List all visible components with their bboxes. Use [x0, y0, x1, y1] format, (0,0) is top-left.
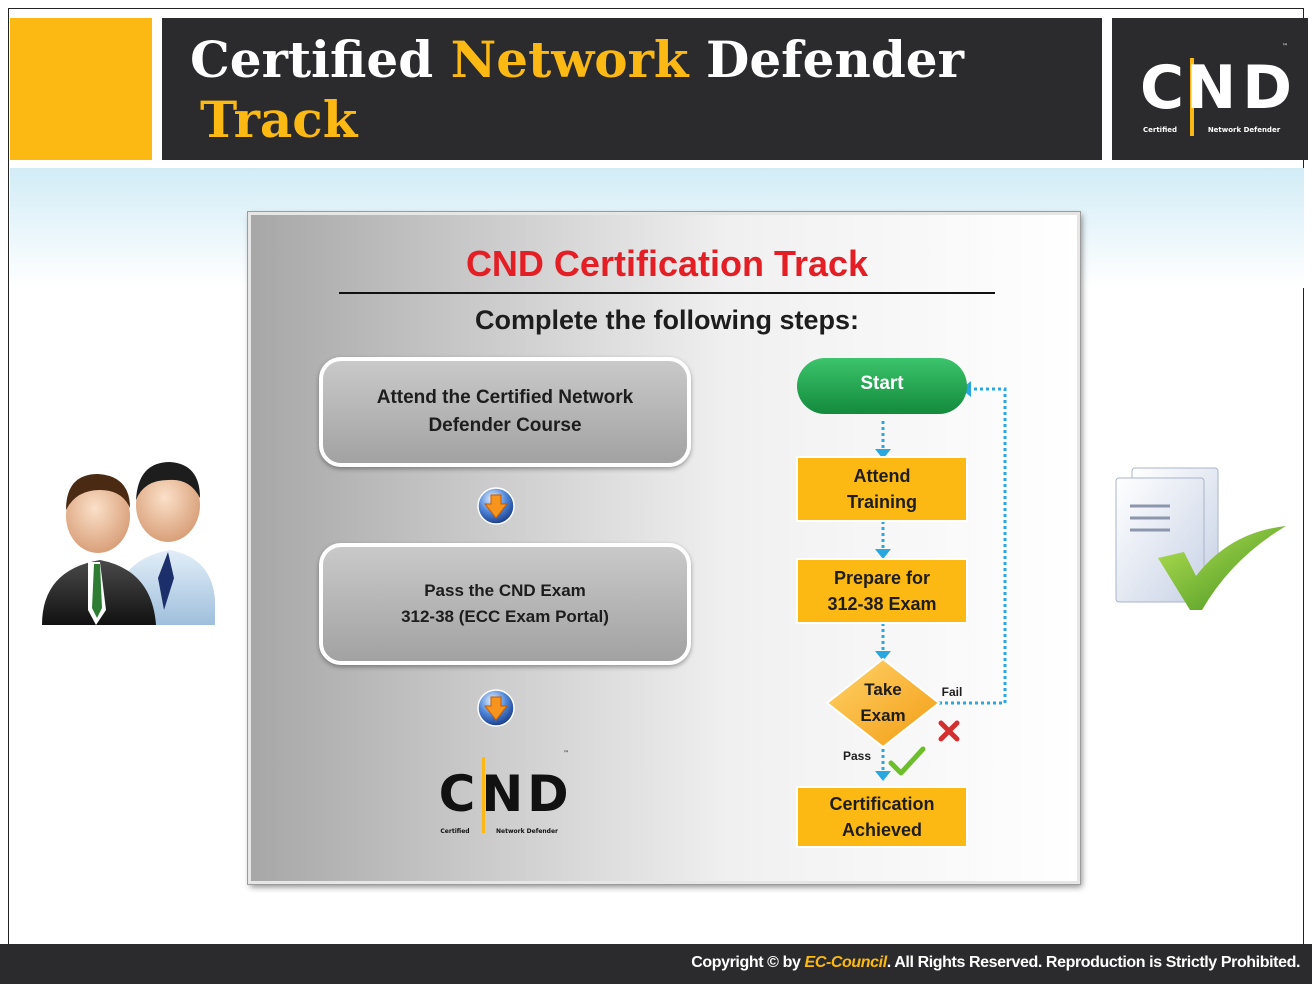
cnd-logo-header: C ND Certified Network Defender ™: [1112, 18, 1308, 160]
panel-title-divider: [339, 292, 995, 294]
flow-result-node: [796, 786, 968, 848]
step-attend-course: Attend the Certified Network Defender Co…: [319, 357, 691, 467]
logo-divider: [482, 757, 485, 833]
brand-name: EC-Council: [804, 954, 888, 971]
copyright-prefix: Copyright © by: [691, 954, 805, 971]
step-label: Attend the Certified Network Defender Co…: [376, 387, 634, 436]
title-part2: Defender: [688, 30, 964, 89]
copyright-text: Copyright © by EC-Council. All Rights Re…: [691, 954, 1300, 972]
logo-caption-left: Certified: [1143, 126, 1177, 134]
cross-icon: [938, 720, 960, 742]
header-accent-block: [10, 18, 152, 160]
logo-tm: ™: [563, 750, 569, 757]
logo-caption-left: Certified: [440, 828, 469, 835]
document-check-icon: [1115, 467, 1286, 610]
logo-letter-c: C: [1140, 53, 1184, 123]
flow-prepare-node: [796, 558, 968, 624]
flowchart: [796, 358, 1007, 848]
down-arrow-circle-icon: [477, 487, 515, 525]
flow-result-label: Certification Achieved: [829, 794, 935, 840]
footer-bar: Copyright © by EC-Council. All Rights Re…: [0, 944, 1312, 984]
people-icon: [42, 462, 215, 625]
certification-track-panel: CND Certification Track Complete the fol…: [248, 212, 1080, 884]
flow-decision-node: [825, 657, 941, 749]
logo-divider: [1190, 58, 1194, 136]
panel-title: CND Certification Track: [465, 243, 869, 284]
step-pass-exam: Pass the CND Exam 312-38 (ECC Exam Porta…: [319, 543, 691, 665]
title-highlight: Network: [450, 30, 689, 89]
flow-prepare-label: Prepare for 312-38 Exam: [827, 568, 937, 614]
flow-attend-label: Attend Training: [846, 466, 917, 512]
cnd-logo-panel: C ND Certified Network Defender ™: [439, 750, 572, 835]
logo-tm: ™: [1282, 43, 1288, 50]
cnd-logo-header-graphic: C ND Certified Network Defender ™: [1140, 43, 1298, 136]
flow-fail-label: Fail: [941, 685, 963, 699]
panel-subtitle: Complete the following steps:: [474, 305, 859, 335]
flow-start-node: [797, 358, 967, 414]
copyright-suffix: . All Rights Reserved. Reproduction is S…: [886, 954, 1301, 971]
flow-decision-label: Take Exam: [860, 680, 906, 725]
flow-connectors: [881, 387, 1007, 771]
step-label: Pass the CND Exam 312-38 (ECC Exam Porta…: [401, 581, 609, 626]
title-line2: Track: [200, 90, 358, 149]
logo-caption-right: Network Defender: [496, 828, 558, 835]
logo-letter-c: C: [439, 765, 476, 823]
logo-letters-nd: ND: [481, 765, 572, 823]
title-part1: Certified: [190, 30, 451, 89]
check-icon: [888, 746, 926, 776]
logo-caption-right: Network Defender: [1208, 126, 1281, 134]
flow-start-label: Start: [860, 373, 904, 394]
flow-attend-node: [796, 456, 968, 522]
logo-letters-nd: ND: [1186, 53, 1298, 123]
down-arrow-circle-icon: [477, 689, 515, 727]
flow-pass-label: Pass: [842, 749, 872, 763]
